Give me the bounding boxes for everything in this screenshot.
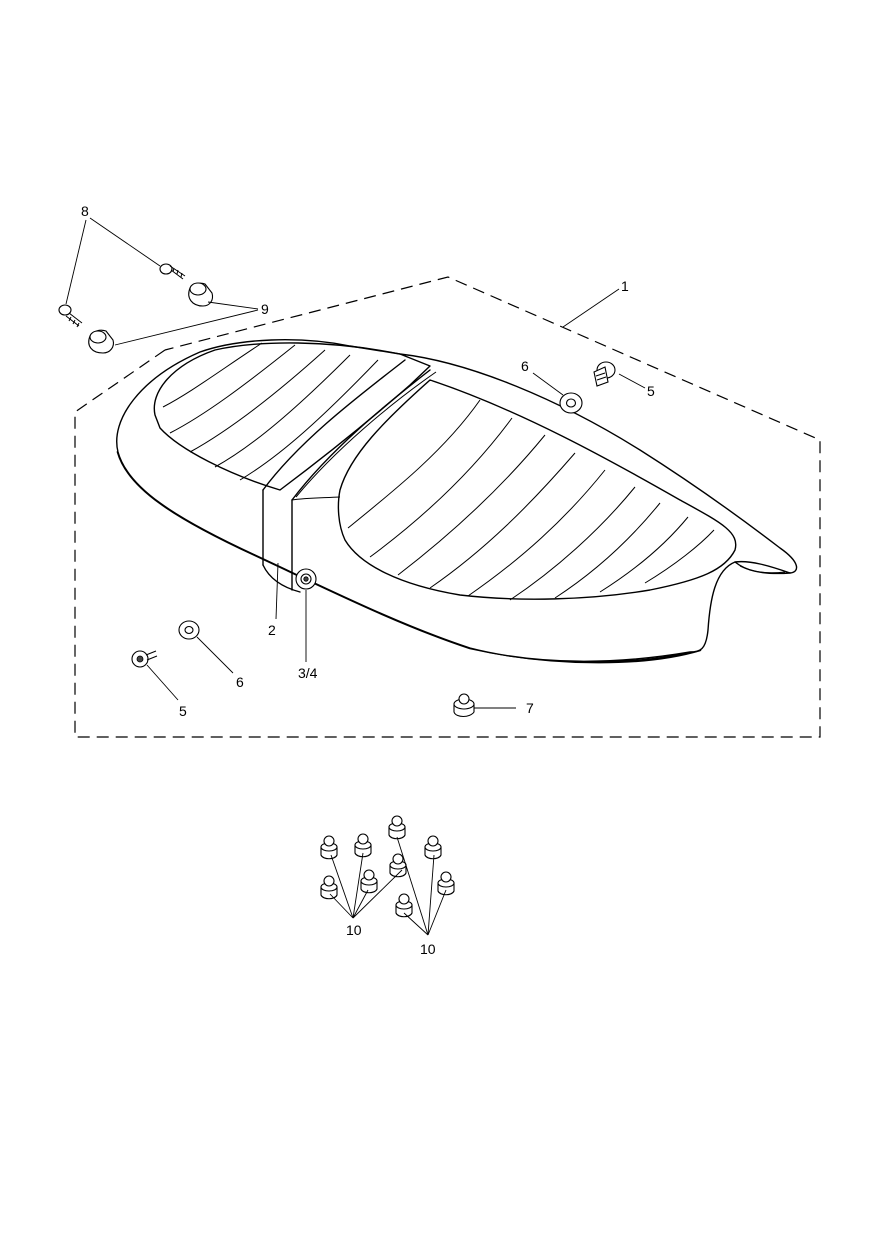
callout-10-right: 10 [420, 941, 436, 957]
grommet-part-3-4 [295, 568, 317, 590]
washer-part-6-right [559, 392, 583, 414]
bolt-part-5-left [131, 650, 158, 668]
spacer-part-9-lower [88, 329, 114, 354]
callout-10-left: 10 [346, 922, 362, 938]
bolt-part-8-lower [58, 304, 83, 328]
bolt-part-8-upper [159, 263, 186, 280]
callout-1: 1 [621, 278, 629, 294]
callout-8: 8 [81, 203, 89, 219]
seat-assembly [116, 339, 798, 664]
bolt-part-5-right [593, 361, 616, 387]
nut-part-7 [453, 693, 475, 718]
callout-2: 2 [268, 622, 276, 638]
callout-6-right: 6 [521, 358, 529, 374]
callout-6-left: 6 [236, 674, 244, 690]
callout-5-right: 5 [647, 383, 655, 399]
callout-7: 7 [526, 700, 534, 716]
grommet-set-part-10 [320, 815, 455, 918]
seat-kit-boundary [74, 276, 821, 738]
spacer-part-9-upper [188, 282, 214, 307]
callout-9: 9 [261, 301, 269, 317]
washer-part-6-left [178, 620, 200, 640]
callout-5-left: 5 [179, 703, 187, 719]
leader-lines [65, 217, 646, 936]
callout-3-4: 3/4 [298, 665, 318, 681]
